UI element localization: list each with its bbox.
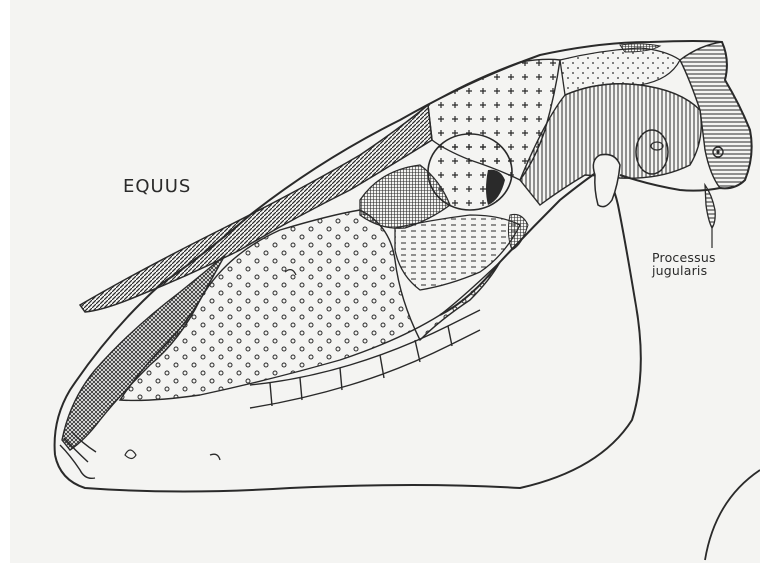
zygomatic bbox=[395, 215, 520, 290]
adjacent-figure-arc bbox=[705, 470, 760, 560]
tympanic-bulla bbox=[636, 130, 668, 174]
orbit bbox=[428, 134, 512, 210]
genus-label: EQUUS bbox=[123, 178, 191, 197]
dark-spot-orbit bbox=[486, 170, 505, 205]
dark-spot-zygomatic bbox=[508, 214, 528, 250]
processus-jugularis-label: Processus jugularis bbox=[652, 251, 716, 277]
canine bbox=[125, 450, 136, 459]
incisors bbox=[60, 432, 96, 478]
annotation-line-2: jugularis bbox=[652, 264, 716, 277]
mental-foramen bbox=[210, 454, 220, 460]
processus-jugularis bbox=[705, 185, 715, 228]
